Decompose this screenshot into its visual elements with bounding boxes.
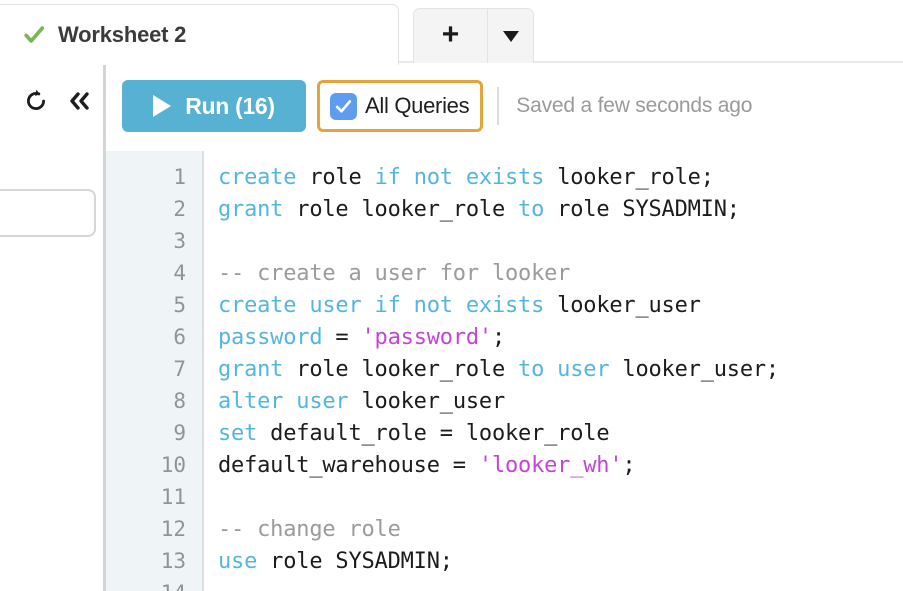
code-token: set (218, 420, 258, 446)
code-line[interactable]: 5 create user if not exists looker_user (106, 289, 903, 321)
code-token: looker_user (348, 388, 505, 414)
code-token: role SYSADMIN; (544, 196, 740, 222)
run-button-label: Run (16) (185, 92, 275, 119)
tab-bar: Worksheet 2 + (0, 0, 903, 65)
tab-worksheet-2[interactable]: Worksheet 2 (0, 4, 399, 65)
line-number: 3 (173, 229, 186, 253)
checkbox-checked-icon[interactable] (330, 92, 357, 120)
line-content[interactable]: create role if not exists looker_role; (204, 165, 714, 190)
line-number: 11 (160, 485, 186, 509)
code-line[interactable]: 8 alter user looker_user (106, 385, 903, 417)
line-number: 14 (106, 581, 204, 591)
tab-controls: + (413, 8, 534, 63)
line-content[interactable]: use role SYSADMIN; (204, 549, 453, 574)
code-token: to user (518, 356, 610, 382)
code-area[interactable]: 1 create role if not exists looker_role; 2… (106, 161, 903, 591)
line-content[interactable]: create user if not exists looker_user (204, 293, 701, 318)
code-token: default_role = looker_role (257, 420, 610, 446)
line-number: 10 (160, 453, 186, 477)
code-line[interactable]: 7 grant role looker_role to user looker_u… (106, 353, 903, 385)
line-number: 4 (173, 261, 186, 285)
code-token: ; (622, 452, 636, 478)
code-token: 'looker_wh' (478, 452, 623, 478)
add-tab-button[interactable]: + (413, 8, 487, 63)
code-token: grant (218, 196, 284, 222)
code-line[interactable]: 6 password = 'password'; (106, 321, 903, 353)
green-check-icon (24, 26, 45, 43)
code-token (362, 293, 375, 318)
line-content[interactable]: password = 'password'; (204, 325, 505, 350)
line-content[interactable]: alter user looker_user (204, 389, 505, 414)
code-token: role looker_role (283, 196, 519, 222)
double-chevron-left-icon (70, 92, 89, 110)
code-line[interactable]: 2 grant role looker_role to role SYSADMIN… (106, 193, 903, 225)
search-input[interactable] (0, 189, 96, 237)
line-number: 7 (173, 357, 186, 381)
caret-down-icon (502, 30, 519, 42)
line-number: 1 (173, 165, 186, 189)
left-rail (0, 63, 105, 591)
code-token: if not exists (374, 164, 545, 190)
line-number: 12 (160, 517, 186, 541)
code-token: password (218, 324, 323, 350)
code-line[interactable]: 1 create role if not exists looker_role; (106, 161, 903, 193)
code-token: role looker_role (283, 356, 519, 382)
code-line[interactable]: 11 (106, 481, 903, 513)
code-token: ; (491, 324, 506, 350)
code-line[interactable]: 12 -- change role (106, 513, 903, 545)
line-content[interactable]: default_warehouse = 'looker_wh'; (204, 452, 636, 478)
code-token: create user (218, 292, 362, 318)
line-content[interactable]: -- change role (204, 517, 401, 542)
sql-editor[interactable]: 1 create role if not exists looker_role; 2… (106, 151, 903, 591)
refresh-button[interactable] (22, 87, 50, 115)
tab-label: Worksheet 2 (58, 22, 187, 47)
line-number: 2 (173, 197, 186, 221)
refresh-icon (27, 89, 45, 110)
line-number-gutter (106, 151, 204, 591)
run-button[interactable]: Run (16) (122, 80, 306, 132)
plus-icon: + (441, 18, 460, 51)
code-token: if not exists (374, 292, 545, 318)
collapse-panel-button[interactable] (66, 87, 94, 115)
line-number: 9 (173, 421, 186, 445)
all-queries-label: All Queries (365, 93, 470, 118)
code-line[interactable]: 9 set default_role = looker_role (106, 417, 903, 449)
code-token: to (518, 196, 545, 222)
all-queries-toggle[interactable]: All Queries (317, 80, 484, 132)
code-line[interactable]: 4 -- create a user for looker (106, 257, 903, 289)
code-token: alter user (218, 388, 349, 414)
code-token: role (296, 164, 375, 190)
tab-menu-button[interactable] (487, 8, 534, 63)
code-token: = (322, 324, 362, 350)
code-token: -- change role (218, 516, 401, 542)
saved-status: Saved a few seconds ago (516, 94, 753, 117)
line-number: 5 (173, 293, 186, 317)
toolbar-divider (497, 87, 500, 125)
code-line[interactable]: 10 default_warehouse = 'looker_wh'; (106, 449, 903, 481)
line-number: 8 (173, 389, 186, 413)
code-token: create (218, 164, 297, 190)
editor-toolbar: Run (16) All Queries Saved a few seconds… (106, 63, 903, 149)
code-token: looker_user (544, 292, 701, 318)
line-content[interactable]: set default_role = looker_role (204, 420, 610, 446)
line-number: 6 (173, 325, 186, 349)
line-content[interactable]: grant role looker_role to user looker_us… (204, 357, 779, 382)
code-token: default_warehouse = (218, 452, 479, 478)
play-triangle-icon (153, 95, 172, 117)
line-number: 13 (160, 549, 186, 573)
code-line[interactable]: 13 use role SYSADMIN; (106, 545, 903, 577)
line-content[interactable]: grant role looker_role to role SYSADMIN; (204, 197, 740, 222)
rail-icon-group (0, 80, 105, 122)
panel-divider (103, 63, 106, 591)
code-token: 'password' (361, 324, 493, 350)
code-token: grant (218, 356, 284, 382)
code-token: -- create a user for looker (218, 260, 571, 286)
code-line[interactable]: 3 (106, 225, 903, 257)
code-token: role SYSADMIN; (257, 548, 453, 574)
code-token: looker_user; (609, 356, 779, 382)
line-content[interactable]: -- create a user for looker (204, 261, 570, 286)
code-token: use (218, 548, 258, 574)
code-token: looker_role; (544, 164, 714, 190)
code-line[interactable]: 14 (106, 577, 903, 591)
